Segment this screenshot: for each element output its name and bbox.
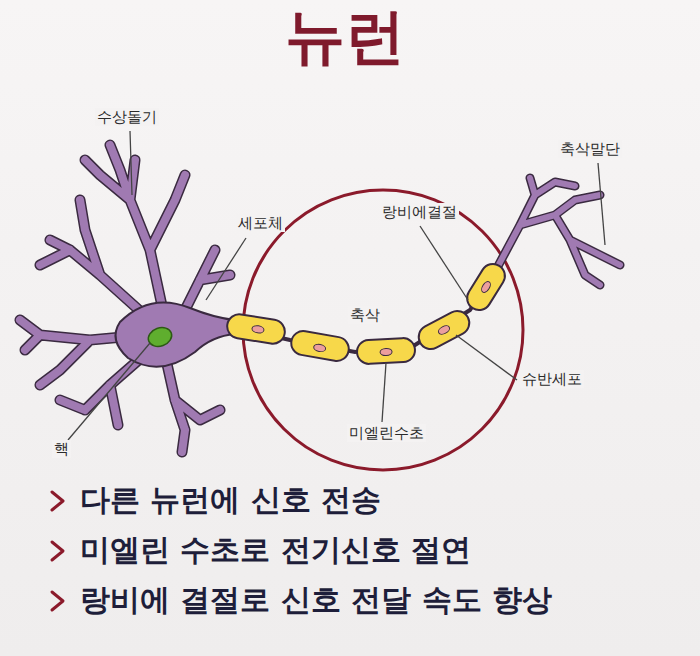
nucleus <box>146 324 175 349</box>
part-label: 수상돌기 <box>95 108 159 126</box>
dendrites <box>20 145 230 452</box>
part-label: 랑비에결절 <box>380 203 459 221</box>
leader-lines <box>382 363 386 422</box>
dendrites <box>20 145 230 452</box>
myelin-segments <box>463 259 510 314</box>
leader-lines <box>420 226 468 300</box>
myelin-segments <box>415 307 474 354</box>
myelin-segments <box>313 343 326 352</box>
leader-lines <box>598 163 605 245</box>
leader-lines <box>68 343 150 440</box>
myelin-segments <box>225 313 286 346</box>
bullet-chevrons <box>52 542 63 560</box>
part-label: 세포체 <box>236 214 285 232</box>
myelin-segments <box>289 329 350 363</box>
axon-terminal <box>497 178 620 285</box>
leader-lines <box>130 131 132 195</box>
myelin-segments <box>252 325 265 334</box>
part-label: 핵 <box>52 440 71 458</box>
bullet-chevrons <box>52 492 63 610</box>
page-title: 뉴런 <box>285 0 405 72</box>
part-label: 축삭말단 <box>558 140 622 158</box>
dendrites <box>20 145 230 452</box>
myelin-segments <box>356 337 415 364</box>
myelin-segments <box>437 324 451 336</box>
part-label: 축삭 <box>348 306 382 324</box>
axon-terminal <box>497 178 620 285</box>
myelin-segments <box>415 307 474 354</box>
myelin-segments <box>225 259 509 364</box>
leader-lines <box>206 238 246 300</box>
leader-lines <box>456 335 517 380</box>
myelin-segments <box>480 280 492 294</box>
myelin-segments <box>225 313 286 346</box>
bullet-text: 랑비에 결절로 신호 전달 속도 향상 <box>80 582 552 618</box>
leader-lines <box>68 131 605 440</box>
bullet-text: 미엘린 수초로 전기신호 절연 <box>80 532 471 568</box>
myelin-segments <box>380 348 392 356</box>
part-label: 슈반세포 <box>520 370 584 388</box>
cell-body <box>116 302 236 366</box>
bullet-chevrons <box>52 592 63 610</box>
myelin-segments <box>356 337 415 364</box>
myelin-segments <box>463 259 510 314</box>
myelin-segments <box>289 329 350 363</box>
axon-terminal <box>497 178 620 285</box>
part-label: 미엘린수초 <box>347 424 426 442</box>
bullet-chevrons <box>52 492 63 510</box>
bullet-text: 다른 뉴런에 신호 전송 <box>80 482 381 518</box>
